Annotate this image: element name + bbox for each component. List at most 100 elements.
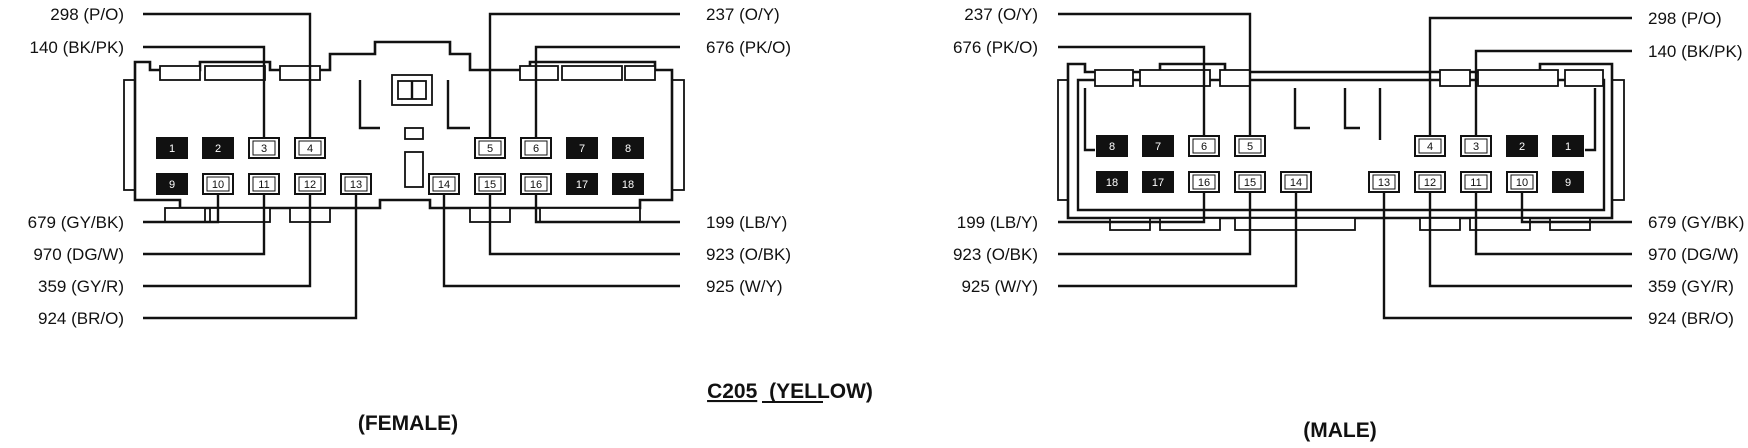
female-pin-number-11: 11 — [258, 179, 269, 191]
female-circuit-label-3: 140 (BK/PK) — [30, 38, 125, 57]
female-wire-10 — [143, 194, 220, 224]
male-circuit-label-5: 237 (O/Y) — [964, 5, 1038, 24]
male-pin-number-1: 1 — [1565, 141, 1571, 153]
female-pin-number-3: 3 — [261, 143, 267, 155]
female-wire-3 — [143, 45, 266, 138]
male-pin-number-18: 18 — [1106, 177, 1118, 189]
female-pin-number-17: 17 — [576, 179, 588, 191]
female-pin-inner-4 — [298, 140, 322, 156]
male-label: (MALE) — [1303, 419, 1376, 442]
male-circuit-label-11: 970 (DG/W) — [1648, 245, 1739, 264]
female-pin-number-5: 5 — [487, 143, 493, 155]
female-pin-inner-14 — [432, 176, 456, 192]
female-wire-5 — [488, 12, 680, 138]
female-wire-15 — [488, 194, 680, 256]
male-pin-inner-10 — [1510, 174, 1534, 190]
male-wire-12 — [1428, 192, 1632, 288]
male-pin-number-15: 15 — [1244, 177, 1256, 189]
female-wire-6 — [534, 45, 680, 138]
male-pin-7 — [1142, 135, 1174, 157]
male-wire-14 — [1058, 192, 1298, 288]
male-circuit-label-3: 140 (BK/PK) — [1648, 42, 1743, 61]
male-pin-number-16: 16 — [1198, 177, 1210, 189]
male-pin-inner-11 — [1464, 174, 1488, 190]
connector-title: C205 (YELLOW) — [707, 380, 873, 403]
male-pin-inner-13 — [1372, 174, 1396, 190]
male-pin-1 — [1552, 135, 1584, 157]
male-pin-number-10: 10 — [1516, 177, 1528, 189]
female-pin-number-9: 9 — [169, 179, 175, 191]
female-wire-16 — [534, 194, 680, 224]
male-circuit-label-4: 298 (P/O) — [1648, 9, 1722, 28]
male-wire-10 — [1520, 192, 1632, 224]
male-pin-inner-15 — [1238, 174, 1262, 190]
male-pin-inner-5 — [1238, 138, 1262, 154]
female-pin-inner-15 — [478, 176, 502, 192]
female-pin-inner-13 — [344, 176, 368, 192]
connector-code: C205 — [707, 380, 758, 403]
male-wire-11 — [1474, 192, 1632, 256]
male-circuit-label-16: 199 (LB/Y) — [957, 213, 1038, 232]
male-pin-8 — [1096, 135, 1128, 157]
male-wire-15 — [1058, 192, 1252, 256]
female-pin-number-7: 7 — [579, 143, 585, 155]
female-pin-number-4: 4 — [307, 143, 313, 155]
male-pin-number-5: 5 — [1247, 141, 1253, 153]
male-pin-9 — [1552, 171, 1584, 193]
female-circuit-label-10: 679 (GY/BK) — [28, 213, 124, 232]
male-pin-number-9: 9 — [1565, 177, 1571, 189]
male-wire-13 — [1382, 192, 1632, 320]
male-pin-number-7: 7 — [1155, 141, 1161, 153]
male-pin-2 — [1506, 135, 1538, 157]
female-pin-18 — [612, 173, 644, 195]
female-pin-1 — [156, 137, 188, 159]
female-pin-number-18: 18 — [622, 179, 634, 191]
female-circuit-label-6: 676 (PK/O) — [706, 38, 791, 57]
female-wire-4 — [143, 12, 312, 138]
male-pin-18 — [1096, 171, 1128, 193]
female-pin-number-8: 8 — [625, 143, 631, 155]
male-pin-number-12: 12 — [1424, 177, 1436, 189]
female-circuit-label-11: 970 (DG/W) — [33, 245, 124, 264]
male-wire-group: 140 (BK/PK) 298 (P/O) 237 (O/Y) 676 (PK/O) 6… — [953, 5, 1744, 328]
female-circuit-label-12: 359 (GY/R) — [38, 277, 124, 296]
female-pin-number-6: 6 — [533, 143, 539, 155]
male-circuit-label-12: 359 (GY/R) — [1648, 277, 1734, 296]
female-circuit-label-15: 923 (O/BK) — [706, 245, 791, 264]
male-pin-inner-16 — [1192, 174, 1216, 190]
female-pin-inner-16 — [524, 176, 548, 192]
male-wire-4 — [1428, 16, 1632, 136]
male-wire-16 — [1058, 192, 1206, 224]
male-wire-5 — [1058, 12, 1252, 136]
female-wire-group: 140 (BK/PK)298 (P/O)237 (O/Y)676 (PK/O)6… — [28, 5, 791, 328]
male-pin-inner-12 — [1418, 174, 1442, 190]
male-pin-number-2: 2 — [1519, 141, 1525, 153]
male-pin-number-8: 8 — [1109, 141, 1115, 153]
female-pin-inner-5 — [478, 140, 502, 156]
male-circuit-label-15: 923 (O/BK) — [953, 245, 1038, 264]
female-wire-13 — [143, 194, 358, 320]
female-pin-inner-6 — [524, 140, 548, 156]
female-pin-number-16: 16 — [530, 179, 542, 191]
female-pin-number-2: 2 — [215, 143, 221, 155]
male-circuit-label-14: 925 (W/Y) — [961, 277, 1038, 296]
male-circuit-label-6: 676 (PK/O) — [953, 38, 1038, 57]
female-pin-number-14: 14 — [438, 179, 450, 191]
male-pin-number-11: 11 — [1470, 177, 1481, 189]
female-connector-body — [123, 40, 685, 223]
male-wire-3 — [1474, 49, 1632, 136]
male-pin-number-13: 13 — [1378, 177, 1390, 189]
male-pin-number-14: 14 — [1290, 177, 1302, 189]
connector-color: (YELLOW) — [769, 380, 873, 403]
male-pin-number-3: 3 — [1473, 141, 1479, 153]
female-wire-11 — [143, 194, 266, 256]
female-circuit-label-16: 199 (LB/Y) — [706, 213, 787, 232]
female-pin-inner-12 — [298, 176, 322, 192]
male-pin-number-6: 6 — [1201, 141, 1207, 153]
female-pin-number-1: 1 — [169, 143, 175, 155]
male-pin-inner-6 — [1192, 138, 1216, 154]
female-pin-inner-10 — [206, 176, 230, 192]
male-circuit-label-13: 924 (BR/O) — [1648, 309, 1734, 328]
